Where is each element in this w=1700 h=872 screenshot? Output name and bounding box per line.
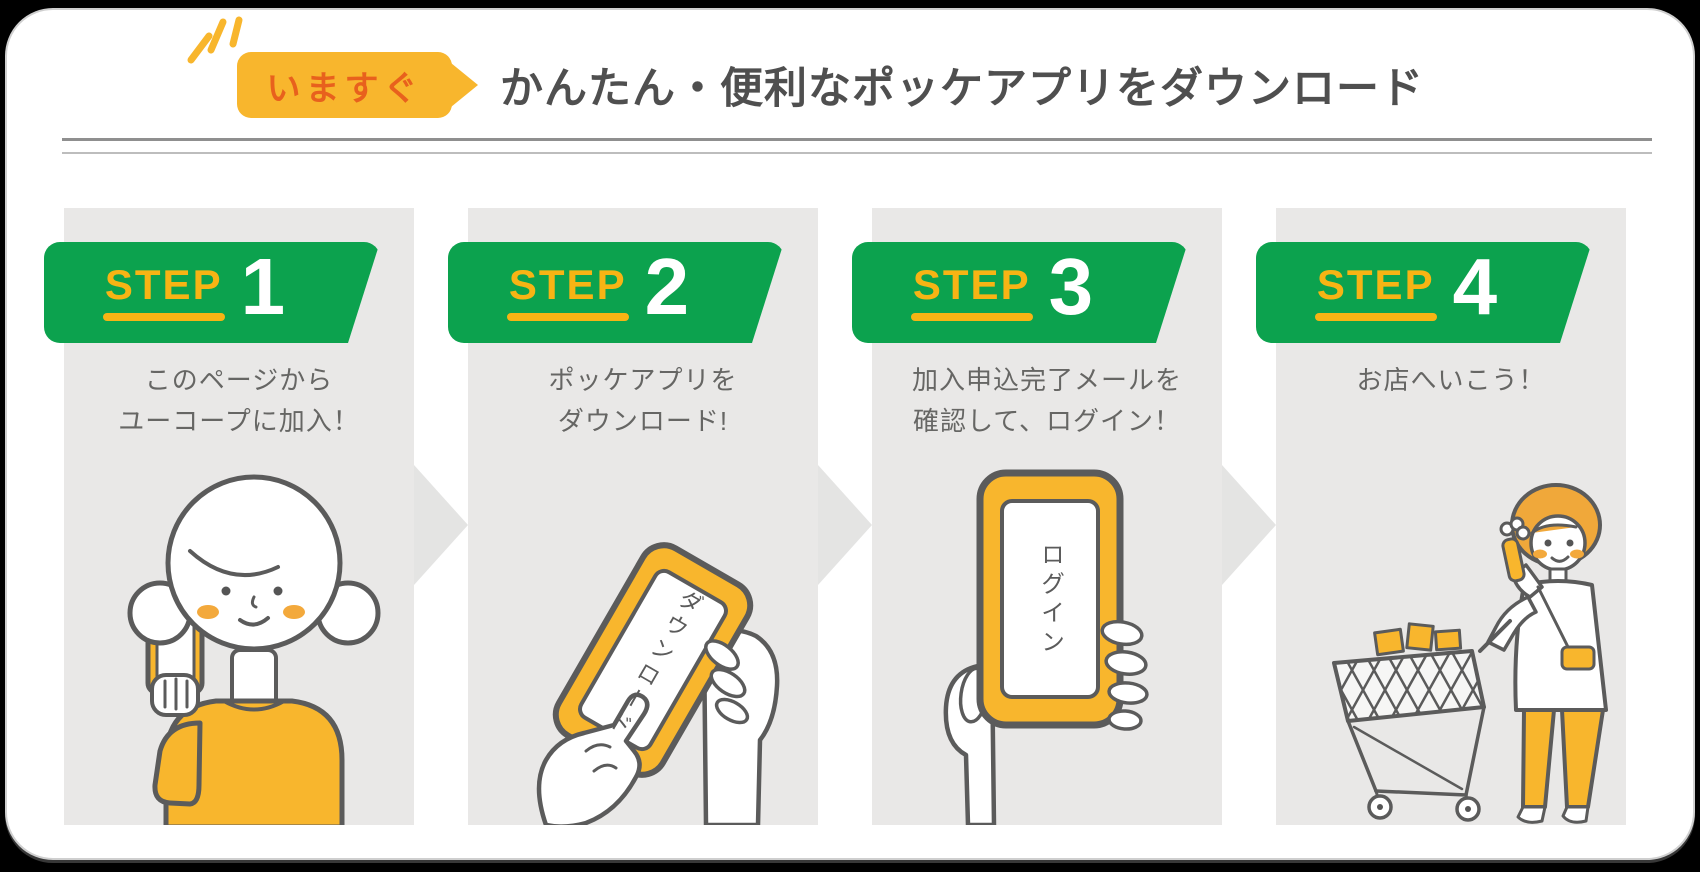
step-arrow-1-icon xyxy=(414,465,468,585)
page-title: かんたん・便利なポッケアプリをダウンロード xyxy=(500,65,1424,113)
step-4-description: お店へいこう！ xyxy=(1356,365,1546,395)
step-2-panel: STEP 2 ポッケアプリを ダウンロード! xyxy=(468,208,818,825)
step-3-underline xyxy=(911,313,1033,321)
step-3-panel: STEP 3 加入申込完了メールを 確認して、ログイン！ xyxy=(872,208,1222,825)
step-1-description: このページから ユーコープに加入！ xyxy=(118,365,360,436)
step-2-description: ポッケアプリを ダウンロード! xyxy=(548,365,738,436)
step-arrow-3-icon xyxy=(1222,465,1276,585)
step-4-underline xyxy=(1315,313,1437,321)
phone-screen-label-login: ログイン xyxy=(1036,542,1064,658)
step-4-banner: STEP 4 xyxy=(1256,242,1592,343)
divider-line-top xyxy=(62,138,1652,141)
step-3-description: 加入申込完了メールを 確認して、ログイン！ xyxy=(911,365,1182,436)
now-badge: いますぐ xyxy=(237,52,452,118)
step-3-label: STEP xyxy=(913,264,1031,321)
step-1-underline xyxy=(103,313,225,321)
step-2-underline xyxy=(507,313,629,321)
sparkle-icon xyxy=(187,16,243,64)
now-badge-label: いますぐ xyxy=(266,69,423,108)
woman-with-shopping-cart-illustration xyxy=(1332,483,1608,824)
step-arrow-2-icon xyxy=(818,465,872,585)
step-2-banner: STEP 2 xyxy=(448,242,784,343)
woman-holding-phone-illustration xyxy=(127,474,381,825)
infographic-card: いますぐ かんたん・便利なポッケアプリをダウンロード STEP 1 このページか… xyxy=(5,8,1695,860)
step-1-banner: STEP 1 xyxy=(44,242,380,343)
divider-line-bottom xyxy=(62,152,1652,154)
step-3-banner: STEP 3 xyxy=(852,242,1188,343)
step-4-label: STEP xyxy=(1317,264,1435,321)
step-3-number: 3 xyxy=(1048,241,1094,331)
step-1-panel: STEP 1 このページから ユーコープに加入！ xyxy=(64,208,414,825)
finger-tapping-phone-illustration xyxy=(536,542,780,825)
step-4-number: 4 xyxy=(1452,241,1498,331)
badge-arrow-icon xyxy=(451,63,478,107)
hand-holding-phone-illustration xyxy=(943,469,1149,825)
step-2-label: STEP xyxy=(509,264,627,321)
step-1-label: STEP xyxy=(105,264,223,321)
step-4-panel: STEP 4 お店へいこう！ xyxy=(1276,208,1626,825)
step-2-number: 2 xyxy=(644,241,690,331)
step-1-number: 1 xyxy=(240,241,286,331)
